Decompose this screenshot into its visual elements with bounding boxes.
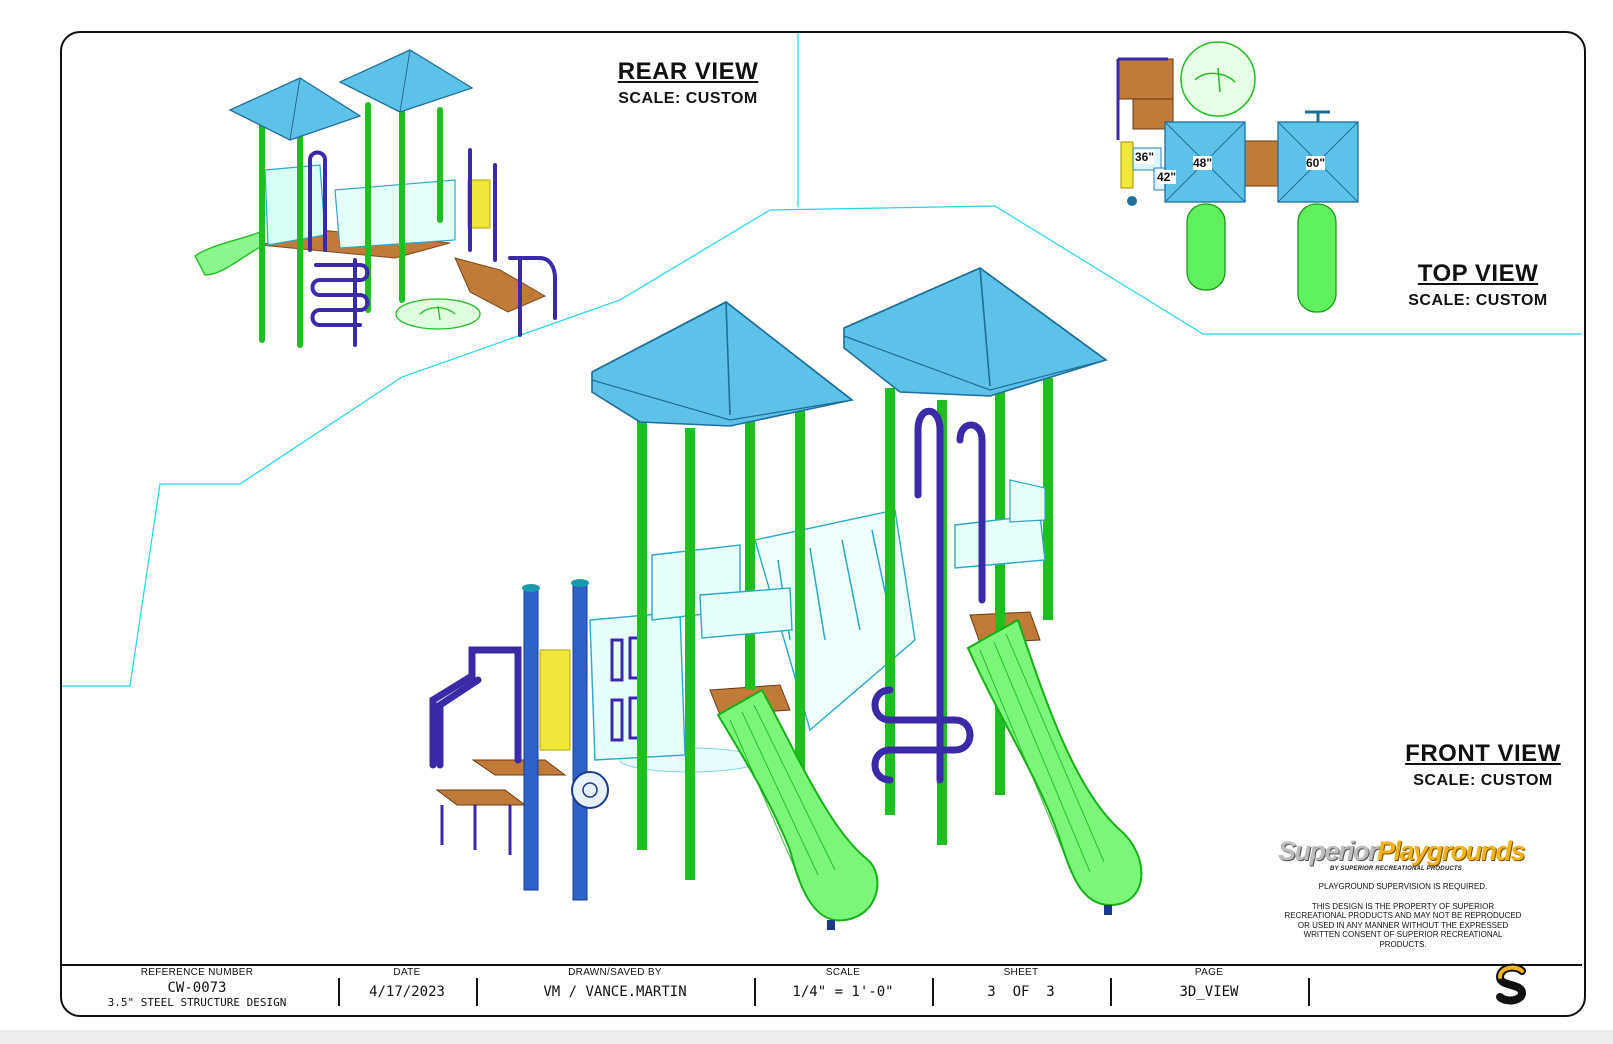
scale-cell: SCALE 1/4" = 1'-0" [758,964,928,1014]
title-block-divider [338,978,340,1006]
top-view-structure [1116,41,1359,313]
title-block-divider [476,978,478,1006]
brand-name-part2: Playgrounds [1377,836,1526,866]
design-name: 3.5" STEEL STRUCTURE DESIGN [107,996,287,1009]
title-block: REFERENCE NUMBER CW-0073 3.5" STEEL STRU… [62,964,1582,1014]
drawn-by-cell: DRAWN/SAVED BY VM / VANCE.MARTIN [480,964,750,1014]
brand-tagline: BY SUPERIOR RECREATIONAL PRODUCTS [1330,866,1462,872]
view-separator-lines [62,33,1582,687]
deck-height-60: 60" [1306,156,1326,170]
date-label: DATE [393,967,421,978]
sheet-value: 3 OF 3 [987,984,1055,1000]
scale-label: SCALE [825,967,861,978]
rear-view-label: REAR VIEW SCALE: CUSTOM [608,58,768,108]
supervision-notice: PLAYGROUND SUPERVISION IS REQUIRED. [1318,882,1488,891]
drawn-by-value: VM / VANCE.MARTIN [543,984,687,1000]
rear-view-structure [194,49,557,348]
scale-value: 1/4" = 1'-0" [792,984,894,1000]
reference-number-value: CW-0073 [167,980,227,996]
top-view-label: TOP VIEW SCALE: CUSTOM [1398,260,1558,310]
property-notice: THIS DESIGN IS THE PROPERTY OF SUPERIOR … [1284,901,1522,949]
reference-number-cell: REFERENCE NUMBER CW-0073 3.5" STEEL STRU… [62,964,332,1014]
sheet-label: SHEET [1003,967,1039,978]
page-cell: PAGE 3D_VIEW [1114,964,1304,1014]
title-block-divider [932,978,934,1006]
deck-height-36: 36" [1135,150,1155,164]
sheet-cell: SHEET 3 OF 3 [936,964,1106,1014]
drawn-by-label: DRAWN/SAVED BY [568,967,662,978]
date-value: 4/17/2023 [369,984,445,1000]
rear-view-scale: SCALE: CUSTOM [618,90,758,107]
page-value: 3D_VIEW [1179,984,1239,1000]
top-view-scale: SCALE: CUSTOM [1408,292,1548,309]
brand-name-part1: Superior [1278,836,1379,866]
title-block-top-rule [62,964,1582,966]
reference-number-label: REFERENCE NUMBER [140,967,254,978]
front-view-structure [429,267,1143,930]
brand-s-logo-icon [1495,963,1527,1005]
legal-notice: PLAYGROUND SUPERVISION IS REQUIRED. THIS… [1283,882,1523,949]
rear-view-title: REAR VIEW [617,58,759,85]
bottom-strip [0,1030,1613,1044]
title-block-divider [1308,978,1310,1006]
deck-height-48: 48" [1193,156,1213,170]
deck-height-42: 42" [1157,170,1177,184]
page-label: PAGE [1194,967,1224,978]
front-view-label: FRONT VIEW SCALE: CUSTOM [1398,740,1568,790]
front-view-title: FRONT VIEW [1405,740,1561,767]
title-block-divider [754,978,756,1006]
top-view-title: TOP VIEW [1417,260,1539,287]
title-block-divider [1110,978,1112,1006]
brand-logo: SuperiorPlaygrounds [1278,836,1538,866]
date-cell: DATE 4/17/2023 [342,964,472,1014]
front-view-scale: SCALE: CUSTOM [1413,772,1553,789]
